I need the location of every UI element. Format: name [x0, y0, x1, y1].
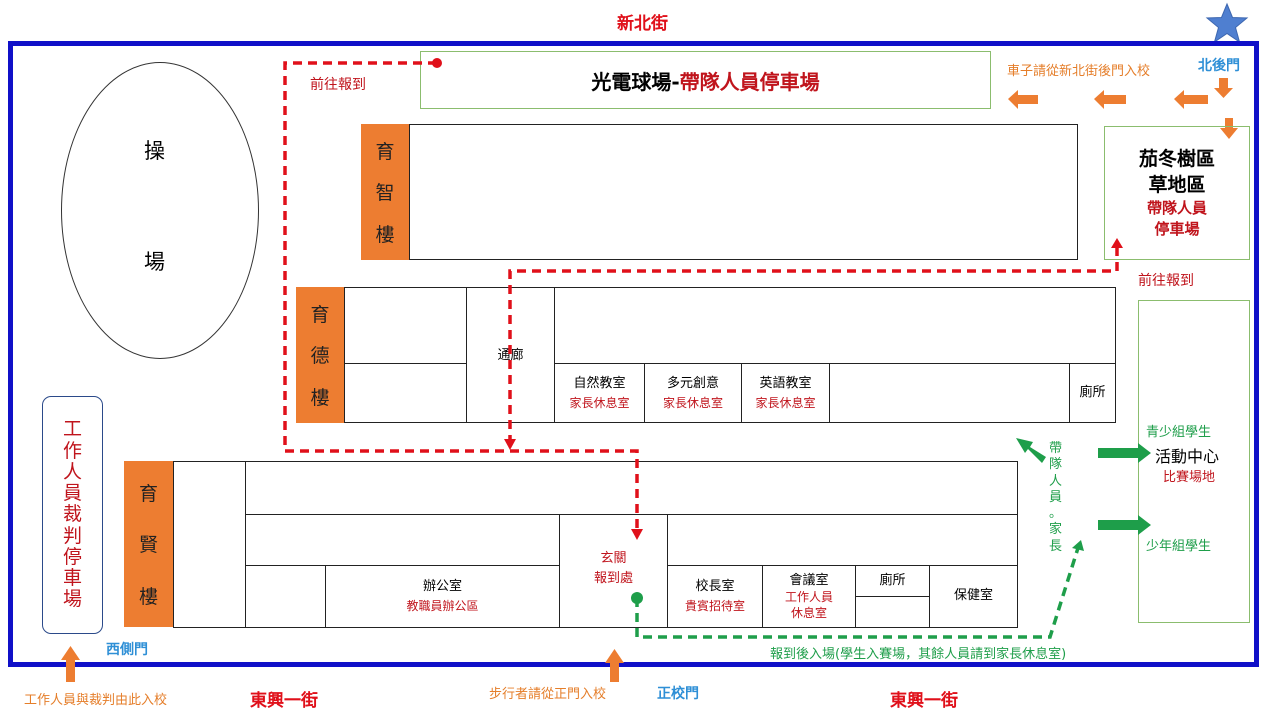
health-room: 保健室 [929, 565, 1018, 628]
north-gate-label: 北後門 [1198, 58, 1240, 74]
yuzhi-building-label: 育 智 樓 [361, 124, 409, 260]
garden-line-4: 停車場 [1154, 219, 1200, 238]
arrow-down-icon [504, 439, 516, 450]
garden-line-3: 帶隊人員 [1146, 199, 1207, 218]
star-icon [1205, 2, 1249, 44]
west-gate-label: 西側門 [106, 642, 148, 658]
science-classroom: 自然教室 家長休息室 [554, 363, 645, 423]
red-route-east [508, 247, 1119, 440]
garden-area: 茄冬樹區 草地區 帶隊人員 停車場 [1104, 126, 1250, 260]
arrow-right-icon [1098, 443, 1151, 463]
yude-toilet: 廁所 [1069, 363, 1116, 423]
report-label-right: 前往報到 [1138, 273, 1194, 289]
street-south-right-label: 東興一街 [890, 691, 958, 711]
arrow-up-left-icon [1016, 438, 1046, 463]
solar-court-label: 光電球場- [591, 69, 680, 94]
staff-referee-parking: 工 作 人 員 裁 判 停 車 場 [42, 396, 103, 634]
sports-field-label-1: 操 [144, 139, 165, 163]
campus-boundary [8, 41, 1259, 667]
leader-parking-label: 帶隊人員停車場 [679, 69, 820, 94]
arrow-left-icon [1094, 90, 1126, 109]
youth-students-label: 青少組學生 [1146, 425, 1212, 440]
north-car-note: 車子請從新北街後門入校 [1007, 64, 1151, 79]
solar-court-parking: 光電球場-帶隊人員停車場 [420, 51, 991, 109]
yuzhi-building [409, 124, 1078, 260]
arrow-up-right-icon [1072, 540, 1084, 551]
yude-building-label: 育 德 樓 [296, 287, 344, 423]
after-report-note: 報到後入場(學生入賽場，其餘人員請到家長休息室) [770, 647, 1067, 662]
arrow-up-icon [605, 649, 624, 682]
activity-center-label: 活動中心 [1155, 447, 1220, 466]
junior-students-label: 少年組學生 [1146, 539, 1212, 554]
main-gate-label: 正校門 [657, 686, 699, 702]
sports-field [61, 62, 259, 359]
north-arrows [1008, 78, 1238, 139]
competition-venue-label: 比賽場地 [1163, 470, 1216, 485]
leaders-parents-label: 帶 隊 人 員 。 家 長 [1049, 441, 1063, 554]
arrow-left-icon [1008, 90, 1038, 109]
red-route-west [283, 61, 639, 530]
route-start-dot [432, 58, 442, 68]
street-north-label: 新北街 [617, 14, 668, 34]
green-route [635, 547, 1080, 639]
english-classroom: 英語教室 家長休息室 [741, 363, 830, 423]
garden-line-1: 茄冬樹區 [1138, 148, 1215, 170]
principal-office: 校長室 貴賓招待室 [667, 565, 763, 628]
arrow-down-icon [631, 529, 643, 540]
staff-entry-note: 工作人員與裁判由此入校 [24, 693, 168, 708]
arrow-right-icon [1098, 515, 1151, 535]
sports-field-label-2: 場 [144, 250, 165, 274]
street-south-left-label: 東興一街 [250, 691, 318, 711]
arrow-left-icon [1174, 90, 1208, 109]
garden-line-2: 草地區 [1148, 173, 1206, 196]
walker-entry-note: 步行者請從正門入校 [489, 687, 607, 702]
meeting-room: 會議室 工作人員 休息室 [762, 565, 856, 628]
yuxian-building-label: 育 賢 樓 [124, 461, 173, 627]
arrow-up-icon [1111, 238, 1123, 248]
arrow-down-icon [1220, 118, 1238, 139]
arrow-down-icon [1214, 78, 1233, 98]
office: 辦公室 教職員辦公區 [325, 565, 560, 628]
report-label-left: 前往報到 [310, 77, 366, 93]
lobby-dot [631, 592, 643, 604]
arrow-up-icon [61, 646, 80, 682]
